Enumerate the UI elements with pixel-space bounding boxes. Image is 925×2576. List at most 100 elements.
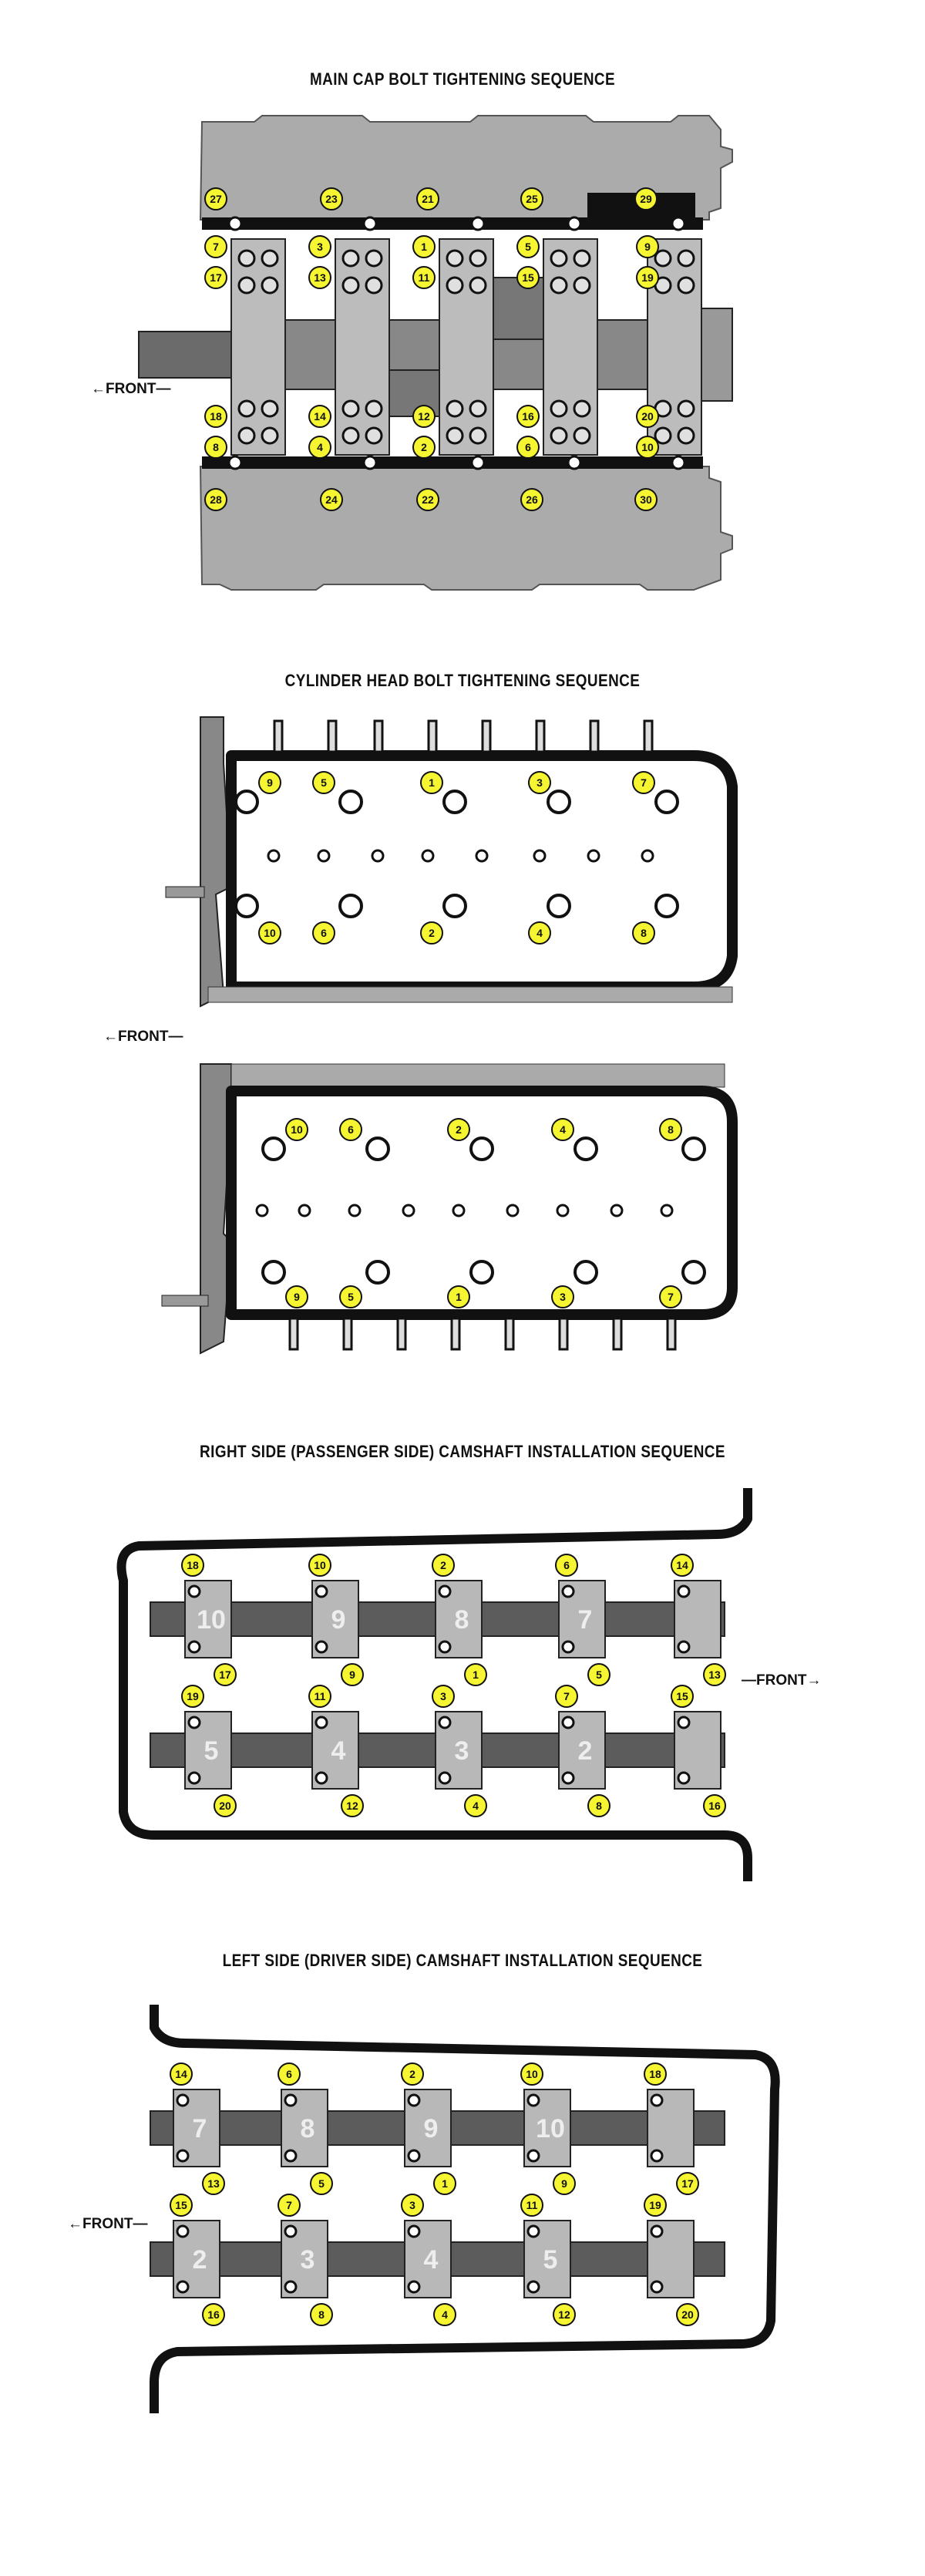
sequence-number: 10 bbox=[314, 1559, 326, 1571]
cam-cap-bolt bbox=[314, 1640, 328, 1654]
main-cap-badge-10: 10 bbox=[636, 436, 659, 459]
sequence-badge-circle bbox=[204, 488, 227, 511]
sequence-number: 17 bbox=[219, 1669, 231, 1681]
sequence-badge-circle bbox=[170, 2194, 193, 2217]
right-cam-badge-11: 11 bbox=[308, 1685, 331, 1708]
main-cap-badge-15: 15 bbox=[516, 266, 540, 289]
main-cap-badge-8: 8 bbox=[204, 436, 227, 459]
sequence-badge-circle bbox=[181, 1554, 204, 1577]
cam-cap-bolt bbox=[176, 2280, 190, 2294]
sequence-badge-circle bbox=[644, 2062, 667, 2086]
sequence-badge-circle bbox=[516, 405, 540, 428]
left-cam-badge-16: 16 bbox=[202, 2303, 225, 2326]
sequence-number: 19 bbox=[187, 1690, 199, 1702]
main-cap-badge-5: 5 bbox=[516, 235, 540, 258]
right-cam-badge-18: 18 bbox=[181, 1554, 204, 1577]
sequence-number: 17 bbox=[681, 2177, 694, 2190]
sequence-badge-circle bbox=[214, 1794, 237, 1817]
sequence-number: 8 bbox=[641, 927, 647, 939]
sequence-number: 6 bbox=[321, 927, 327, 939]
sequence-badge-circle bbox=[659, 1118, 682, 1141]
sequence-number: 7 bbox=[213, 241, 219, 253]
cam-cap-bolt bbox=[187, 1771, 201, 1785]
sequence-number: 2 bbox=[421, 441, 427, 453]
sequence-number: 5 bbox=[321, 776, 327, 789]
right-cam-badge-14: 14 bbox=[671, 1554, 694, 1577]
sequence-number: 21 bbox=[422, 193, 434, 205]
head-lower-badge-3: 3 bbox=[551, 1285, 574, 1308]
left-cam-title: LEFT SIDE (DRIVER SIDE) CAMSHAFT INSTALL… bbox=[222, 1951, 703, 1970]
sequence-number: 5 bbox=[318, 2177, 325, 2190]
front-label-right-cam: —FRONT→ bbox=[742, 1672, 822, 1689]
main-cap-badge-9: 9 bbox=[636, 235, 659, 258]
cam-cap-bolt bbox=[176, 2149, 190, 2163]
sequence-number: 9 bbox=[644, 241, 651, 253]
cam-cap-bolt bbox=[176, 2093, 190, 2107]
sequence-number: 18 bbox=[649, 2068, 661, 2080]
front-label-text: FRONT bbox=[106, 381, 156, 397]
cam-cap-bolt bbox=[677, 1640, 691, 1654]
right-cam-badge-9: 9 bbox=[341, 1663, 364, 1686]
head-lower-badge-5: 5 bbox=[339, 1285, 362, 1308]
sequence-badge-circle bbox=[258, 921, 281, 945]
sequence-badge-circle bbox=[520, 2062, 543, 2086]
main-cap-badge-29: 29 bbox=[634, 187, 658, 210]
sequence-badge-circle bbox=[632, 921, 655, 945]
main-cap-badge-2: 2 bbox=[412, 436, 436, 459]
main-cap-bolts bbox=[237, 249, 695, 445]
sequence-badge-circle bbox=[671, 1685, 694, 1708]
head-gasket-upper bbox=[226, 750, 738, 992]
main-cap-badge-21: 21 bbox=[416, 187, 439, 210]
left-cam-badge-11: 11 bbox=[520, 2194, 543, 2217]
sequence-badge-circle bbox=[278, 2062, 301, 2086]
sequence-number: 10 bbox=[526, 2068, 538, 2080]
right-cam-badge-7: 7 bbox=[555, 1685, 578, 1708]
sequence-number: 2 bbox=[429, 927, 435, 939]
cam-cap-number: 7 bbox=[578, 1605, 593, 1635]
sequence-number: 14 bbox=[676, 1559, 688, 1571]
sequence-number: 1 bbox=[429, 776, 435, 789]
sequence-number: 4 bbox=[536, 927, 543, 939]
main-cap-badge-20: 20 bbox=[636, 405, 659, 428]
head-lower-badge-6: 6 bbox=[339, 1118, 362, 1141]
sequence-badge-circle bbox=[520, 2194, 543, 2217]
sequence-number: 1 bbox=[421, 241, 427, 253]
sequence-number: 20 bbox=[219, 1800, 231, 1812]
sequence-number: 10 bbox=[264, 927, 276, 939]
sequence-number: 20 bbox=[681, 2308, 694, 2321]
sequence-number: 27 bbox=[210, 193, 222, 205]
head-upper-badge-2: 2 bbox=[420, 921, 443, 945]
sequence-badge-circle bbox=[555, 1685, 578, 1708]
front-label-text: FRONT bbox=[756, 1672, 807, 1689]
sequence-badge-circle bbox=[339, 1285, 362, 1308]
head-lower-badge-1: 1 bbox=[447, 1285, 470, 1308]
sequence-badge-circle bbox=[341, 1794, 364, 1817]
right-cam-badge-16: 16 bbox=[703, 1794, 726, 1817]
head-upper-badge-10: 10 bbox=[258, 921, 281, 945]
head-lower-badge-8: 8 bbox=[659, 1118, 682, 1141]
front-label-main-cap: ←FRONT— bbox=[91, 381, 171, 397]
cam-cap-bolt bbox=[561, 1716, 575, 1729]
main-cap-badge-23: 23 bbox=[320, 187, 343, 210]
sequence-number: 7 bbox=[563, 1690, 570, 1702]
sequence-number: 12 bbox=[558, 2308, 570, 2321]
cam-cap-bolt bbox=[187, 1716, 201, 1729]
sequence-badge-circle bbox=[553, 2172, 576, 2195]
sequence-number: 4 bbox=[442, 2308, 448, 2321]
left-cam-badge-4: 4 bbox=[433, 2303, 456, 2326]
sequence-badge-circle bbox=[553, 2303, 576, 2326]
sequence-number: 22 bbox=[422, 493, 434, 506]
cam-cap-bolt bbox=[284, 2149, 298, 2163]
head-lower-badge-2: 2 bbox=[447, 1118, 470, 1141]
left-cam-gasket bbox=[150, 2005, 780, 2413]
left-cam-badge-6: 6 bbox=[278, 2062, 301, 2086]
sequence-number: 3 bbox=[317, 241, 323, 253]
sequence-number: 8 bbox=[213, 441, 219, 453]
cam-cap-bolt bbox=[526, 2224, 540, 2238]
main-cap-badge-26: 26 bbox=[520, 488, 543, 511]
head-lower-badge-7: 7 bbox=[659, 1285, 682, 1308]
sequence-number: 16 bbox=[522, 410, 534, 423]
sequence-badge-circle bbox=[214, 1663, 237, 1686]
